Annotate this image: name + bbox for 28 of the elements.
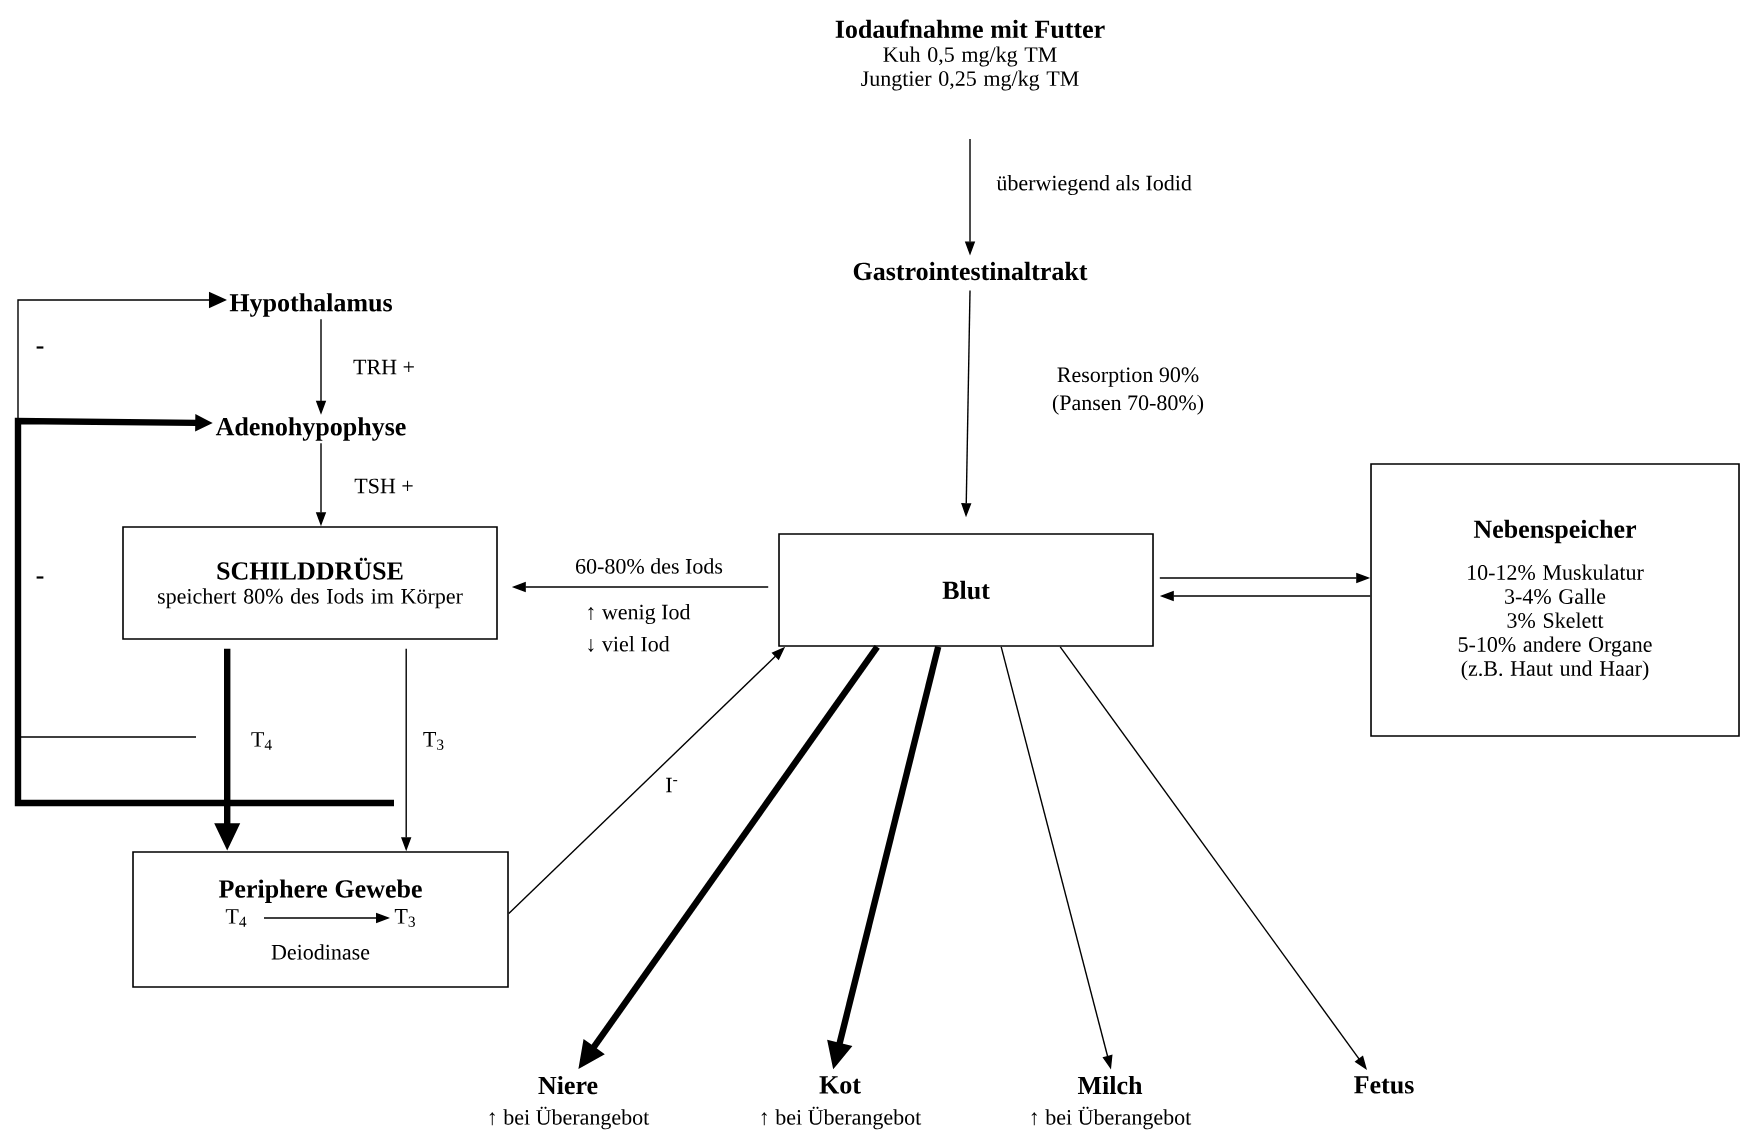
heading-text: Adenohypophyse — [215, 417, 406, 441]
edge-label: T$_{3}$ — [423, 732, 444, 750]
heading-text: Iodaufnahme mit Futter Kuh 0,5 mg/kg TM Jungtier 0,25 mg/kg TM — [835, 19, 1105, 91]
note-text: ↑ wenig Iod — [588, 604, 691, 624]
edge-label: TRH + — [353, 359, 414, 375]
edge-label: - — [36, 576, 44, 579]
hormone-label: T$_{4}$ — [225, 909, 247, 927]
process-box: Nebenspeicher 10-12% Muskulatur 3-4% Galle 3% Skelett 5-10% andere Organe (z.B. Haut und Haar) — [1370, 463, 1740, 737]
heading-text: Milch — [1077, 1075, 1143, 1095]
edge-label: Resorption 90% (Pansen 70-80%) — [1052, 367, 1204, 415]
heading-text: Gastrointestinaltrakt — [853, 261, 1088, 281]
edge-label: überwiegend als Iodid — [996, 175, 1192, 195]
process-box: Blut — [778, 533, 1154, 647]
caption-text: ↑ bei Überangebot — [1031, 1106, 1192, 1130]
caption-text: ↑ bei Überangebot — [489, 1106, 650, 1130]
edge-label: I$^{-}$ — [666, 777, 678, 793]
heading-text: Fetus — [1354, 1076, 1414, 1094]
edge-label: T$_{4}$ — [251, 732, 272, 750]
edge-label: - — [36, 346, 44, 349]
hormone-label: T$_{3}$ — [394, 909, 415, 927]
process-box: SCHILDDRÜSE speichert 80% des Iods im Körper — [122, 526, 498, 640]
heading-text: Niere — [538, 1075, 598, 1095]
note-text: ↓ viel Iod — [588, 636, 670, 652]
caption-text: ↑ bei Überangebot — [761, 1106, 922, 1130]
edge-label: 60-80% des Iods — [576, 558, 723, 574]
heading-text: Hypothalamus — [229, 293, 392, 317]
heading-text: Kot — [819, 1076, 861, 1094]
edge-label: TSH + — [354, 478, 413, 494]
